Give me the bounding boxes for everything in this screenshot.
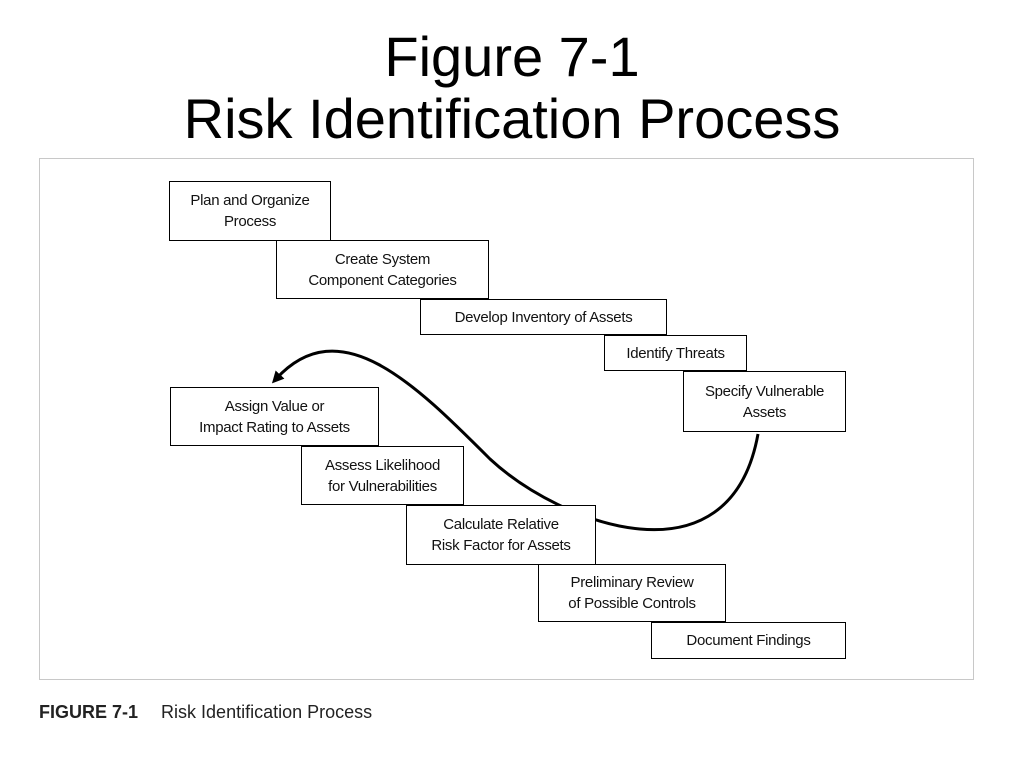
slide-title: Figure 7-1 Risk Identification Process — [0, 26, 1024, 150]
step-assess-likelihood: Assess Likelihood for Vulnerabilities — [301, 446, 464, 505]
step-identify-threats: Identify Threats — [604, 335, 747, 371]
slide-title-line2: Risk Identification Process — [183, 87, 841, 150]
loop-back-arrow — [271, 349, 760, 532]
slide-title-line1: Figure 7-1 — [384, 25, 640, 88]
step-document-findings: Document Findings — [651, 622, 846, 659]
figure-caption: FIGURE 7-1 Risk Identification Process — [39, 702, 372, 723]
step-assign-value: Assign Value or Impact Rating to Assets — [170, 387, 379, 446]
loop-back-arrow-path — [271, 349, 760, 532]
step-preliminary-review: Preliminary Review of Possible Controls — [538, 564, 726, 622]
figure-frame: Plan and Organize Process Create System … — [39, 158, 974, 680]
step-calculate-risk-factor: Calculate Relative Risk Factor for Asset… — [406, 505, 596, 565]
step-develop-inventory: Develop Inventory of Assets — [420, 299, 667, 335]
caption-text: Risk Identification Process — [161, 702, 373, 722]
step-specify-vulnerable-assets: Specify Vulnerable Assets — [683, 371, 846, 432]
step-plan-and-organize: Plan and Organize Process — [169, 181, 331, 241]
step-create-system-categories: Create System Component Categories — [276, 240, 489, 299]
caption-label: FIGURE 7-1 — [39, 702, 139, 722]
